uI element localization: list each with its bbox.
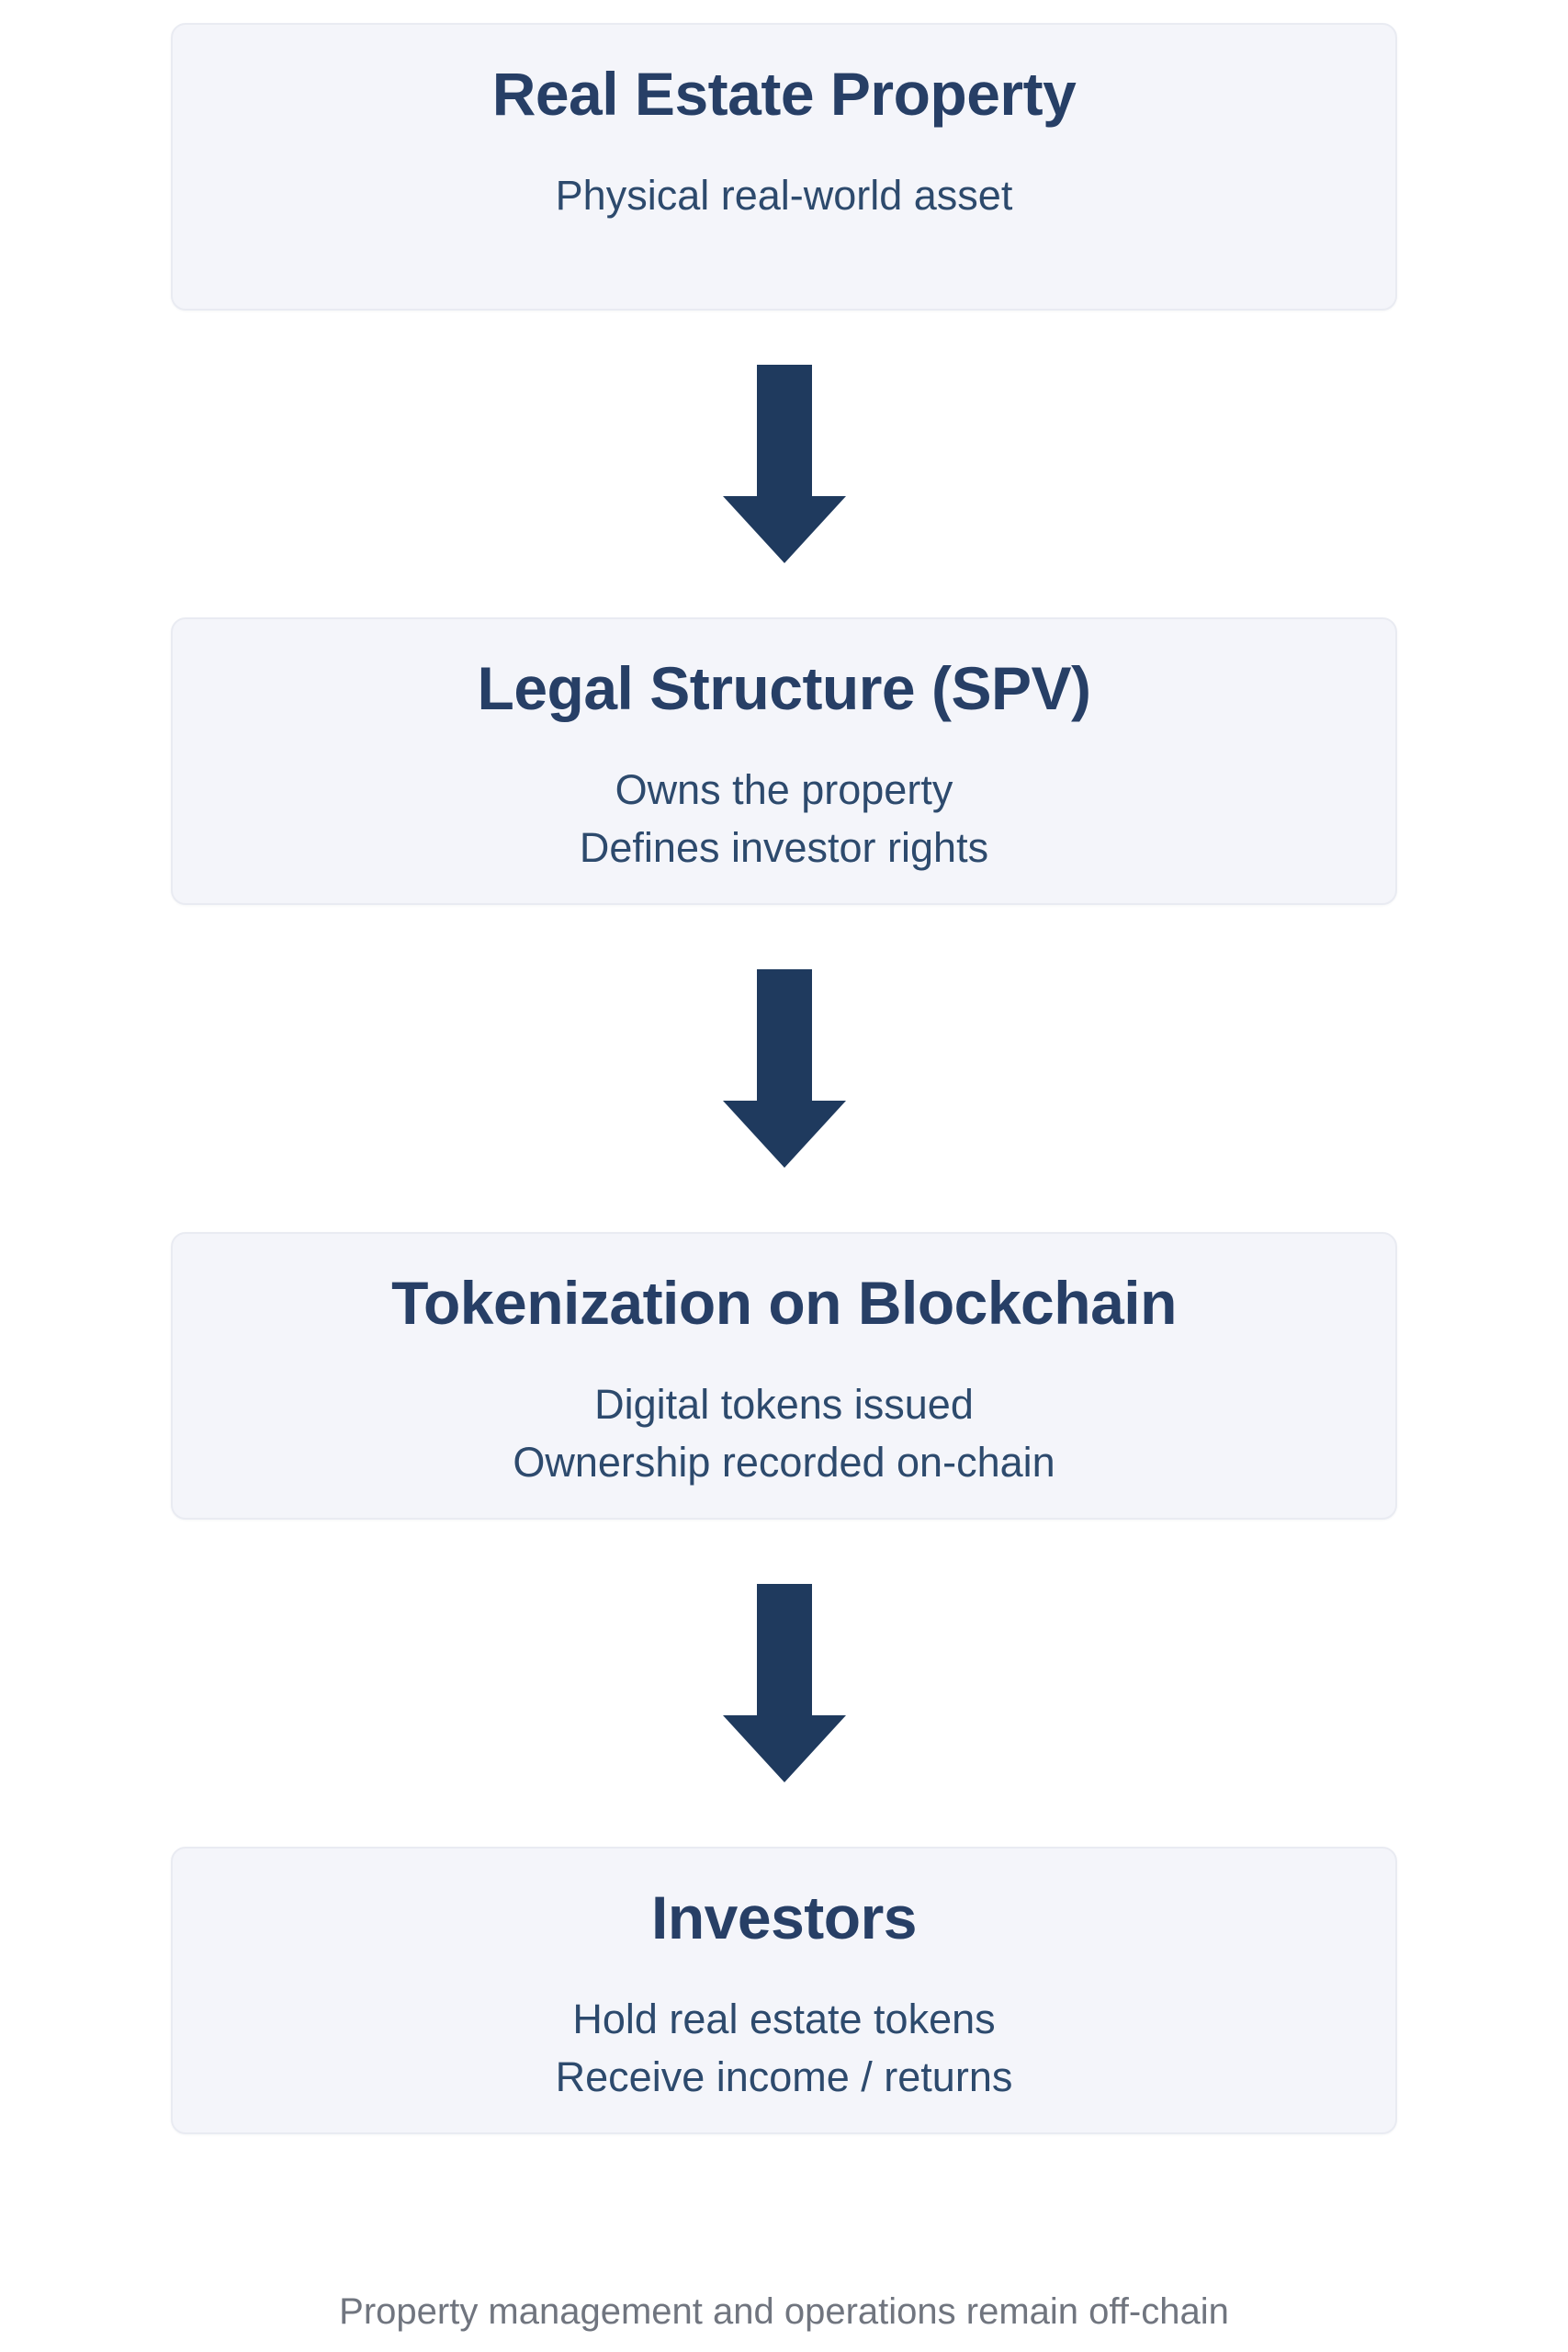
step-description-line: Physical real-world asset (555, 172, 1013, 219)
down-arrow-icon (722, 1584, 846, 1782)
step-description-line: Ownership recorded on-chain (513, 1439, 1055, 1486)
step-box-investors: Investors Hold real estate tokens Receiv… (171, 1847, 1397, 2134)
down-arrow-icon (722, 969, 846, 1168)
step-title: Investors (651, 1883, 917, 1951)
step-title: Tokenization on Blockchain (391, 1269, 1177, 1337)
step-body: Digital tokens issued Ownership recorded… (173, 1375, 1395, 1491)
step-description-line: Digital tokens issued (594, 1381, 974, 1428)
step-description-line: Receive income / returns (555, 2053, 1013, 2100)
step-description-line: Defines investor rights (579, 824, 989, 871)
down-arrow-icon (722, 365, 846, 563)
step-title: Real Estate Property (491, 60, 1077, 128)
step-description-line: Owns the property (615, 766, 953, 813)
step-title: Legal Structure (SPV) (477, 654, 1091, 722)
step-body: Physical real-world asset (173, 166, 1395, 224)
step-body: Owns the property Defines investor right… (173, 761, 1395, 876)
step-box-real-estate-property: Real Estate Property Physical real-world… (171, 23, 1397, 311)
step-description-line: Hold real estate tokens (572, 1996, 996, 2042)
step-body: Hold real estate tokens Receive income /… (173, 1990, 1395, 2106)
step-box-legal-structure-spv: Legal Structure (SPV) Owns the property … (171, 617, 1397, 905)
step-box-tokenization-on-blockchain: Tokenization on Blockchain Digital token… (171, 1232, 1397, 1520)
footer-note: Property management and operations remai… (339, 2291, 1229, 2332)
